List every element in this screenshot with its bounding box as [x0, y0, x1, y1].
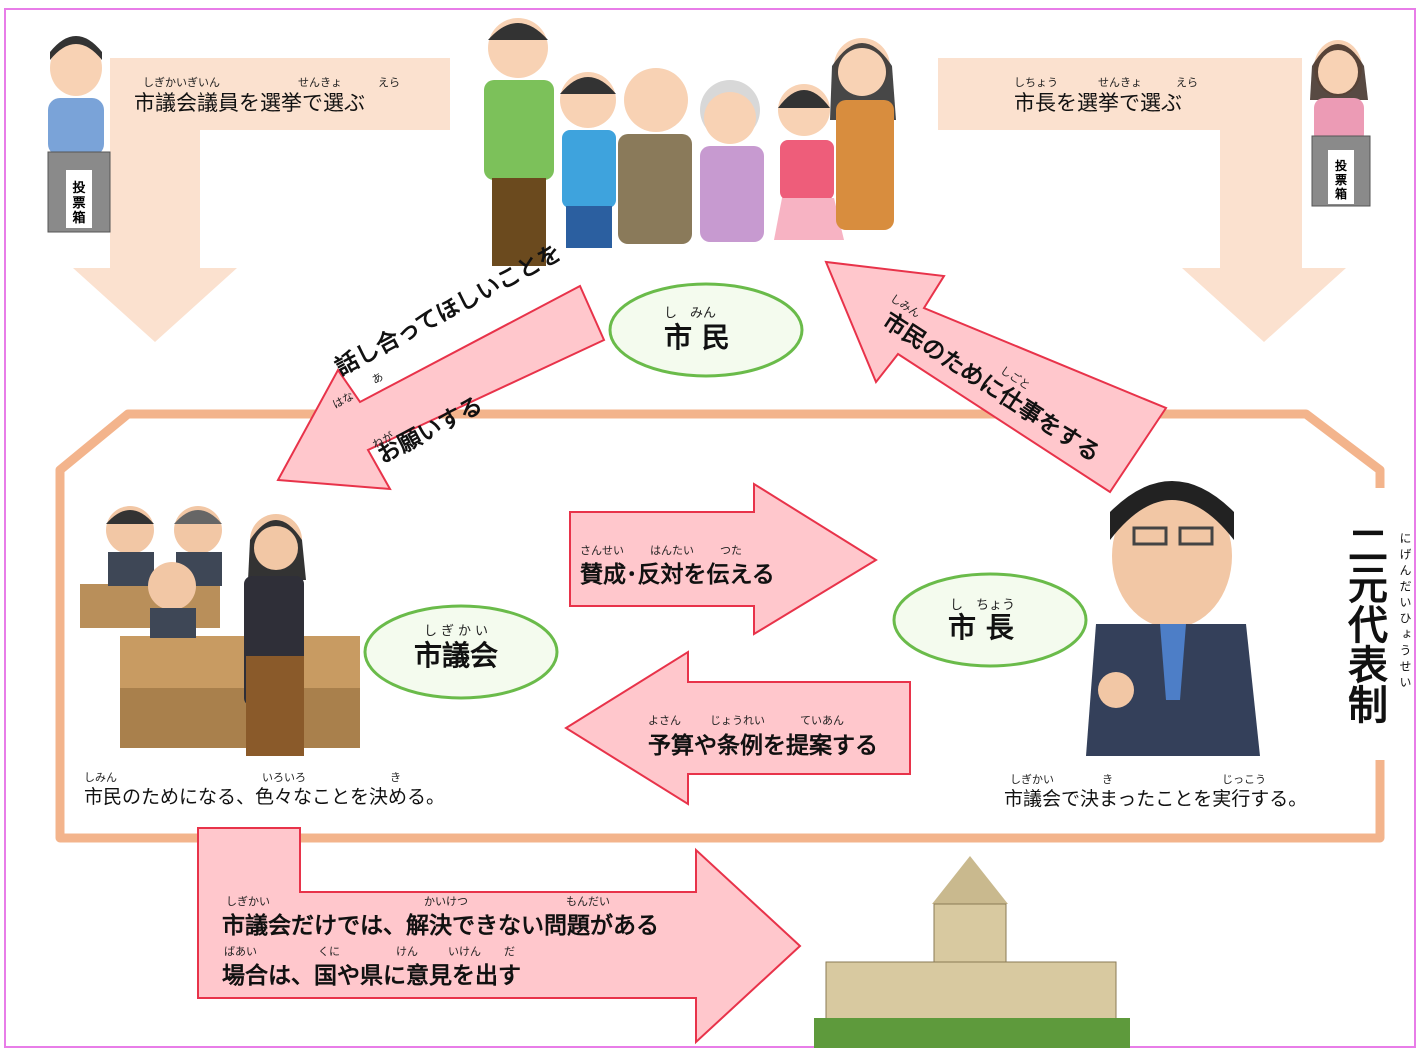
budget-ruby-1: よさん [648, 714, 681, 727]
budget-ruby-2: じょうれい [710, 714, 765, 727]
vote-text: 賛成･反対を伝える [580, 562, 775, 588]
voter-left-illustration: 投 票 箱 [47, 36, 111, 233]
council-election-ruby-2: せんきょ [298, 76, 342, 89]
council-caption-ruby-1: しみん [84, 771, 117, 784]
national-diet-illustration [814, 856, 1130, 1048]
arrow-work-for-citizens [824, 260, 1168, 494]
nation-ruby-8: だ [504, 945, 515, 958]
nation-line-2: 場合は、国や県に意見を出す [222, 963, 521, 989]
mayor-caption-ruby-1: しぎかい [1010, 773, 1054, 786]
svg-text:箱: 箱 [1335, 186, 1347, 201]
mayor-ruby: し ちょう [950, 598, 1016, 613]
council-ruby: しぎかい [424, 624, 493, 639]
council-election-ruby-1: しぎかいぎいん [143, 76, 220, 89]
peach-arrow-right [938, 58, 1346, 342]
mayor-election-ruby-1: しちょう [1014, 76, 1058, 89]
arrow-council-to-mayor [569, 482, 878, 636]
dual-representation-text: 二元代表制 [1341, 524, 1387, 724]
nation-ruby-1: しぎかい [226, 895, 270, 908]
council-election-text: 市議会議員を選挙で選ぶ [134, 91, 365, 115]
nation-ruby-2: かいけつ [424, 895, 468, 908]
mayor-oval [892, 572, 1088, 668]
mayor-label: 市 長 [948, 611, 1014, 644]
vote-ruby-2: はんたい [650, 544, 694, 557]
mayor-election-ruby-3: えら [1176, 76, 1198, 89]
citizens-illustration [484, 18, 896, 266]
nation-ruby-4: ばあい [224, 945, 257, 958]
nation-ruby-7: いけん [448, 945, 481, 958]
mayor-caption-ruby-2: き [1102, 773, 1113, 786]
svg-text:票: 票 [72, 195, 85, 211]
mayor-election-text: 市長を選挙で選ぶ [1014, 91, 1182, 115]
svg-text:投: 投 [72, 180, 85, 196]
voter-right-illustration: 投 票 箱 [1310, 40, 1371, 207]
council-oval [363, 604, 559, 700]
council-mayor-box [55, 409, 1385, 843]
nation-ruby-6: けん [396, 945, 418, 958]
svg-text:箱: 箱 [72, 210, 85, 226]
mayor-election-ruby-2: せんきょ [1098, 76, 1142, 89]
council-caption-ruby-2: いろいろ [262, 771, 306, 784]
council-caption: 市民のためになる、色々なことを決める。 [84, 786, 446, 808]
dual-representation-label: 二元代表制 [1341, 524, 1387, 733]
budget-text: 予算や条例を提案する [648, 733, 878, 759]
vote-ruby-1: さんせい [580, 544, 624, 557]
outer-frame [4, 8, 1416, 1048]
citizens-label: 市 民 [664, 321, 730, 354]
council-caption-ruby-3: き [390, 771, 401, 784]
citizens-oval [608, 282, 804, 378]
mayor-caption-ruby-3: じっこう [1222, 773, 1266, 786]
budget-ruby-3: ていあん [800, 714, 844, 727]
citizens-ruby: し みん [664, 306, 717, 321]
peach-arrow-left [73, 58, 450, 342]
nation-ruby-5: くに [318, 945, 340, 958]
council-illustration [80, 506, 360, 756]
arrow-mayor-to-council [564, 650, 911, 806]
vote-ruby-3: つた [720, 544, 742, 557]
arrow-request-to-council [276, 284, 606, 491]
mayor-illustration [1086, 481, 1260, 756]
arrow-council-to-nation [197, 827, 802, 1045]
dual-representation-ruby-text: にげんだいひょうせい [1398, 532, 1412, 692]
council-label: 市議会 [414, 639, 499, 672]
dual-representation-ruby: にげんだいひょうせい [1396, 532, 1412, 697]
nation-line-1: 市議会だけでは、解決できない問題がある [222, 913, 659, 939]
nation-ruby-3: もんだい [566, 895, 610, 908]
council-election-ruby-3: えら [378, 76, 400, 89]
svg-text:投: 投 [1335, 158, 1347, 173]
mayor-caption: 市議会で決まったことを実行する。 [1004, 788, 1308, 810]
svg-text:票: 票 [1335, 173, 1347, 187]
